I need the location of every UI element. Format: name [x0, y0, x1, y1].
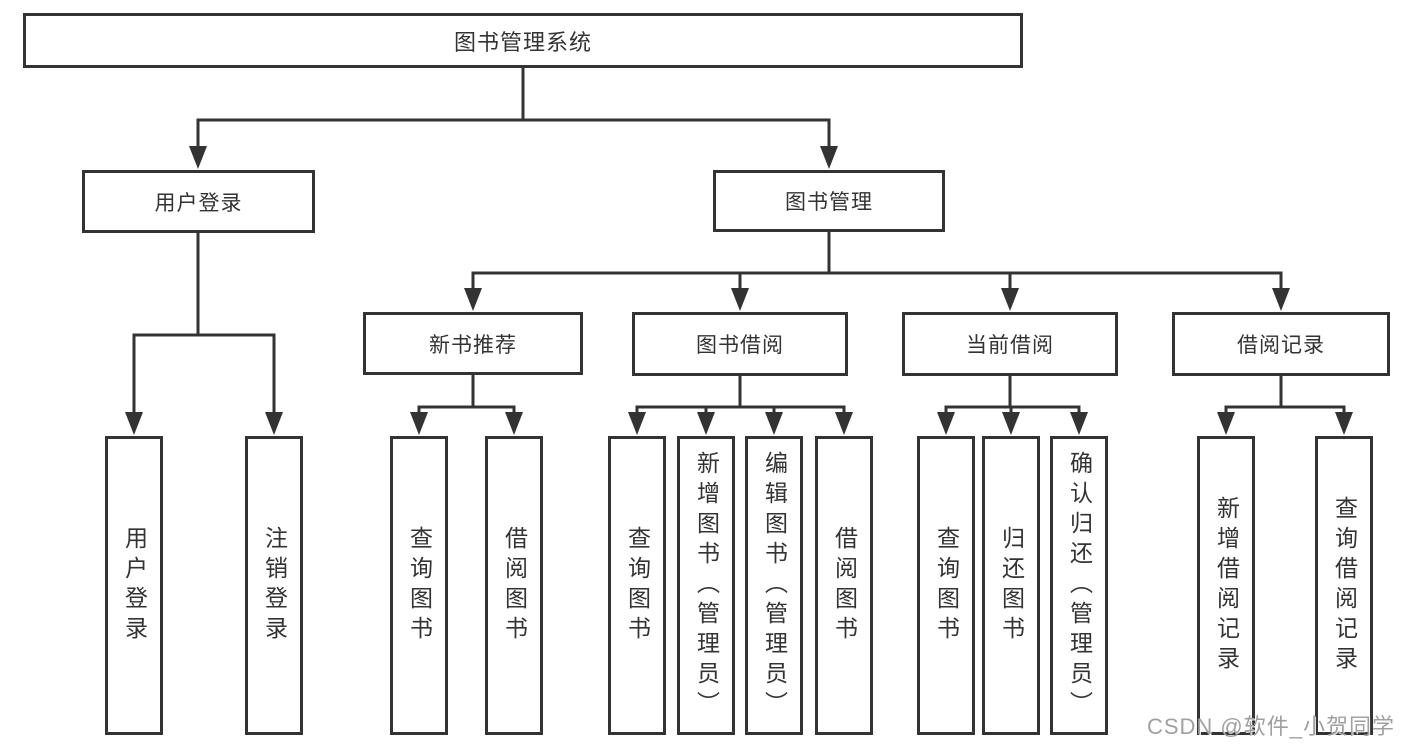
arrowhead-icon [697, 412, 715, 435]
arrowhead-icon [410, 412, 428, 435]
arrowhead-icon [1335, 412, 1353, 435]
leaf-borrow-books-1: 借阅图书 [485, 436, 543, 735]
node-user-login: 用户登录 [82, 170, 315, 233]
arrowhead-icon [628, 412, 646, 435]
connector-path [132, 66, 1346, 415]
arrowhead-icon [189, 146, 207, 169]
arrowhead-icon [125, 412, 143, 435]
arrowhead-icon [937, 412, 955, 435]
leaf-confirm-return-admin: 确认归还（管理员） [1050, 436, 1108, 735]
arrowhead-icon [1217, 412, 1235, 435]
leaf-user-login: 用户登录 [105, 436, 163, 735]
watermark: CSDN @软件_小贺同学 [1146, 714, 1395, 739]
node-new-book-recommend: 新书推荐 [363, 312, 583, 375]
leaf-logout: 注销登录 [245, 436, 303, 735]
leaf-add-book-admin: 新增图书（管理员） [677, 436, 735, 735]
leaf-query-books-3: 查询图书 [917, 436, 975, 735]
arrowhead-icon [765, 412, 783, 435]
node-book-borrow: 图书借阅 [632, 312, 848, 376]
leaf-query-books-1: 查询图书 [390, 436, 448, 735]
arrowhead-icon [820, 146, 838, 169]
leaf-add-borrow-record: 新增借阅记录 [1197, 436, 1255, 735]
arrowhead-icon [505, 412, 523, 435]
arrowhead-icon [464, 288, 482, 311]
leaf-query-books-2: 查询图书 [608, 436, 666, 735]
arrowhead-icon [1070, 412, 1088, 435]
arrowhead-icon [265, 412, 283, 435]
arrowhead-icon [731, 288, 749, 311]
arrowhead-icon [1272, 288, 1290, 311]
leaf-return-books: 归还图书 [982, 436, 1040, 735]
node-borrow-records: 借阅记录 [1172, 312, 1390, 376]
arrowheads [125, 146, 1353, 435]
arrowhead-icon [1002, 412, 1020, 435]
leaf-query-borrow-record: 查询借阅记录 [1315, 436, 1373, 735]
node-root-library-system: 图书管理系统 [23, 13, 1023, 68]
leaf-borrow-books-2: 借阅图书 [815, 436, 873, 735]
node-book-management: 图书管理 [713, 170, 945, 232]
arrowhead-icon [1001, 288, 1019, 311]
node-current-borrow: 当前借阅 [902, 312, 1118, 376]
arrowhead-icon [835, 412, 853, 435]
leaf-edit-book-admin: 编辑图书（管理员） [745, 436, 803, 735]
